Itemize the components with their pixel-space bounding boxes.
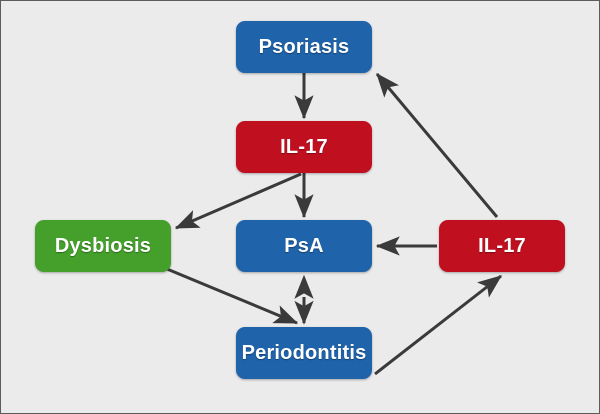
edge-dysbiosis-to-periodontitis (166, 267, 299, 325)
node-periodontitis-label: Periodontitis (241, 341, 367, 364)
node-periodontitis[interactable]: Periodontitis (236, 327, 372, 379)
node-psoriasis-label: Psoriasis (258, 35, 350, 58)
edge-periodontitis-to-il17-right (374, 274, 502, 376)
node-dysbiosis-label: Dysbiosis (54, 234, 152, 257)
node-il17-right[interactable]: IL-17 (439, 220, 565, 272)
node-il17-top[interactable]: IL-17 (236, 121, 372, 173)
node-il17-right-label: IL-17 (478, 234, 526, 257)
edge-il17-right-to-psoriasis (375, 73, 499, 218)
node-psa[interactable]: PsA (236, 220, 372, 272)
node-dysbiosis[interactable]: Dysbiosis (35, 220, 171, 272)
node-psoriasis[interactable]: Psoriasis (236, 21, 372, 73)
node-il17-top-label: IL-17 (280, 135, 328, 158)
node-psa-label: PsA (284, 234, 324, 257)
